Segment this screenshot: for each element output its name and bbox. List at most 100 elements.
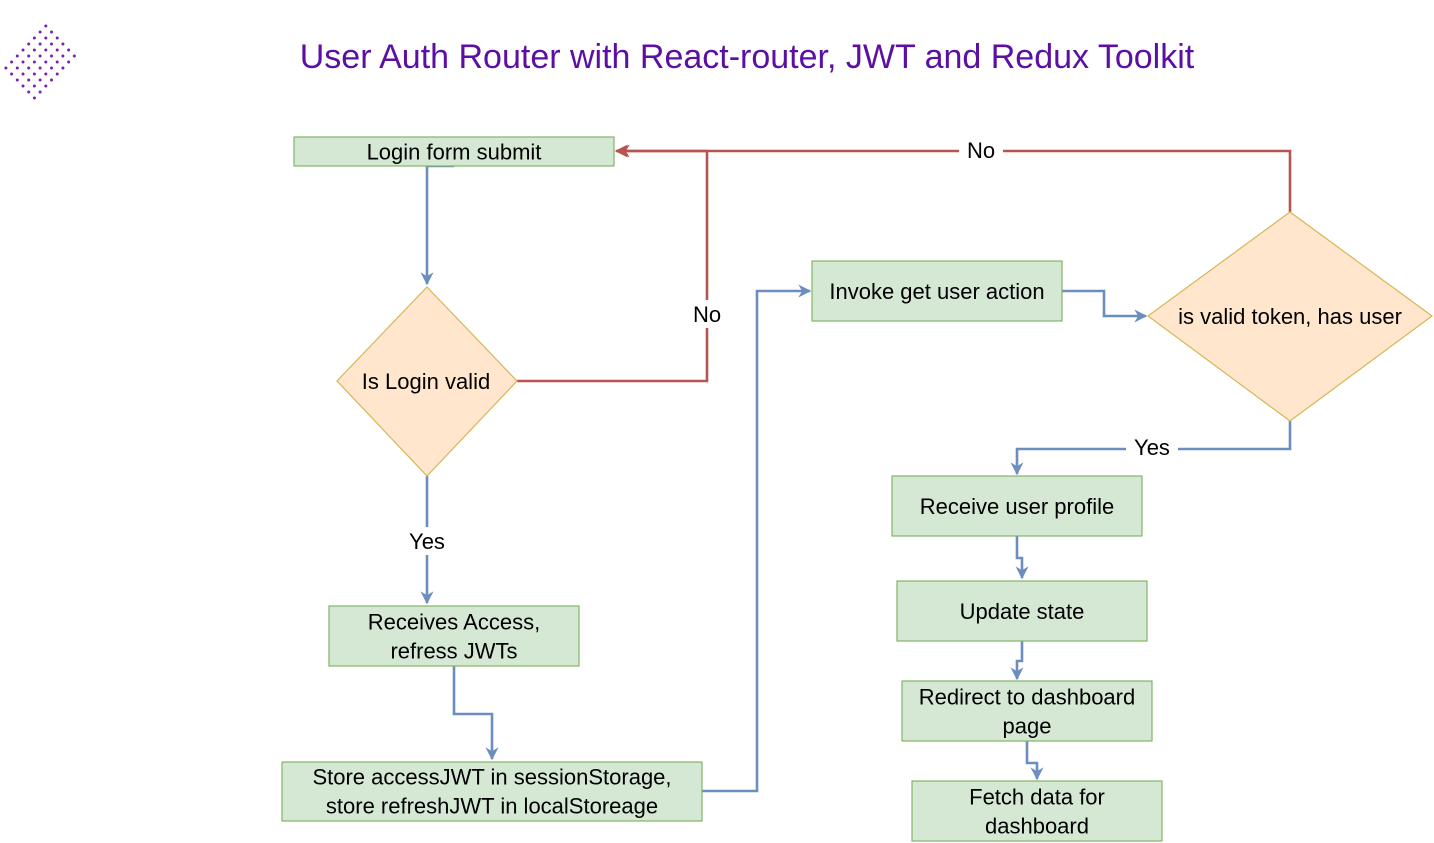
logo-dot	[38, 78, 42, 82]
logo-dot	[38, 30, 42, 34]
logo-dot	[67, 48, 71, 52]
logo-dot	[50, 42, 53, 46]
node-is-valid-token: is valid token, has user	[1146, 211, 1434, 422]
node-label: Invoke get user action	[829, 279, 1044, 304]
node-label-line: Invoke get user action	[829, 279, 1044, 304]
edge-label-yes-token: Yes	[1134, 435, 1170, 460]
diagram-title: User Auth Router with React-router, JWT …	[300, 38, 1195, 76]
logo-dot	[27, 42, 31, 46]
node-label-line: Receives Access,	[368, 610, 540, 635]
node-label-line: page	[1003, 714, 1052, 739]
logo-dot	[38, 66, 42, 70]
logo-dot	[44, 24, 48, 28]
logo-dot	[67, 60, 71, 64]
node-label-line: dashboard	[985, 814, 1089, 839]
node-label-line: Fetch data for	[969, 785, 1105, 810]
logo-dot	[44, 60, 48, 64]
edge-label-no-login: No	[693, 302, 721, 327]
edge-label-yes-2-bg	[1126, 434, 1178, 462]
logo-dot	[72, 54, 76, 58]
logo-dot	[38, 90, 42, 94]
logo-dot	[32, 60, 36, 64]
node-receives-jwts: Receives Access, refress JWTs	[328, 605, 580, 667]
node-label-line: Update state	[960, 599, 1085, 624]
logo-dot	[55, 60, 59, 64]
dotted-diamond-logo-icon	[4, 24, 76, 100]
node-label-line: is valid token, has user	[1178, 304, 1402, 329]
edge-label-no-1-bg	[688, 300, 726, 328]
edge-label-yes-1-bg	[404, 527, 450, 555]
edge-label-no-token: No	[967, 138, 995, 163]
edge-label-no-2-bg	[959, 137, 1003, 165]
logo-dot	[27, 78, 31, 82]
logo-dot	[55, 72, 59, 76]
logo-dot	[32, 36, 36, 40]
logo-dot	[32, 96, 36, 100]
logo-dot	[44, 72, 48, 76]
logo-dot	[27, 66, 31, 70]
edge-profile-to-update	[1015, 536, 1029, 580]
node-login-form-submit: Login form submit	[293, 136, 615, 167]
logo-dot	[38, 54, 42, 58]
edge-invoke-to-token-check	[1062, 289, 1148, 323]
logo-dot	[27, 90, 31, 94]
edge-redirect-to-fetch	[1025, 741, 1044, 781]
logo-dot	[61, 42, 65, 46]
logo-dot	[55, 36, 59, 40]
logo-dot	[61, 54, 65, 58]
node-update-state: Update state	[896, 580, 1148, 642]
node-label: Is Login valid	[362, 369, 490, 394]
logo-dot	[50, 54, 53, 58]
logo-dot	[44, 36, 48, 40]
logo-dot	[21, 72, 25, 76]
edge-label-yes-login: Yes	[409, 529, 445, 554]
edge-login-submit-to-valid	[420, 164, 454, 286]
logo-dot	[21, 60, 25, 64]
node-fetch-dashboard-data: Fetch data for dashboard	[911, 780, 1163, 842]
node-label-line: Is Login valid	[362, 369, 490, 394]
node-label: Receive user profile	[920, 494, 1114, 519]
edge-receive-to-store	[452, 666, 499, 761]
logo-dot	[32, 72, 36, 76]
logo-dot	[15, 54, 19, 58]
node-receive-user-profile: Receive user profile	[891, 475, 1143, 537]
node-label: is valid token, has user	[1178, 304, 1402, 329]
node-label: Store accessJWT in sessionStorage, store …	[312, 765, 671, 819]
logo-dot	[10, 60, 14, 64]
node-is-login-valid: Is Login valid	[336, 286, 518, 477]
node-store-jwts: Store accessJWT in sessionStorage, store …	[281, 761, 703, 822]
logo-dot	[61, 66, 65, 70]
node-redirect-dashboard: Redirect to dashboard page	[901, 680, 1153, 742]
logo-dot	[50, 30, 53, 34]
logo-dot	[32, 48, 36, 52]
node-label-line: Store accessJWT in sessionStorage,	[312, 765, 671, 790]
node-label-line: Login form submit	[367, 140, 542, 165]
logo-dot	[38, 42, 42, 46]
logo-dot	[21, 84, 25, 88]
node-label-line: refress JWTs	[390, 639, 517, 664]
logo-dot	[15, 78, 19, 82]
node-label-line: Redirect to dashboard	[919, 685, 1135, 710]
node-label: Redirect to dashboard page	[919, 685, 1135, 739]
edge-update-to-redirect	[1010, 641, 1024, 681]
logo-dot	[50, 78, 53, 82]
logo-dot	[55, 48, 59, 52]
logo-dot	[27, 54, 31, 58]
node-label: Receives Access, refress JWTs	[368, 610, 540, 664]
node-label: Update state	[960, 599, 1085, 624]
edge-store-to-invoke	[702, 284, 812, 793]
logo-dot	[50, 66, 53, 70]
node-label-line: store refreshJWT in localStoreage	[326, 794, 658, 819]
edge-token-invalid-to-submit	[616, 144, 1292, 212]
node-label: Login form submit	[367, 140, 542, 165]
logo-dot	[10, 72, 14, 76]
node-invoke-get-user: Invoke get user action	[811, 260, 1063, 322]
logo-dot	[21, 48, 25, 52]
edge-login-invalid-to-submit	[517, 144, 709, 383]
node-label: Fetch data for dashboard	[969, 785, 1105, 839]
logo-dot	[4, 66, 8, 70]
logo-dot	[44, 84, 48, 88]
logo-dot	[32, 84, 36, 88]
node-label-line: Receive user profile	[920, 494, 1114, 519]
logo-dot	[44, 48, 48, 52]
